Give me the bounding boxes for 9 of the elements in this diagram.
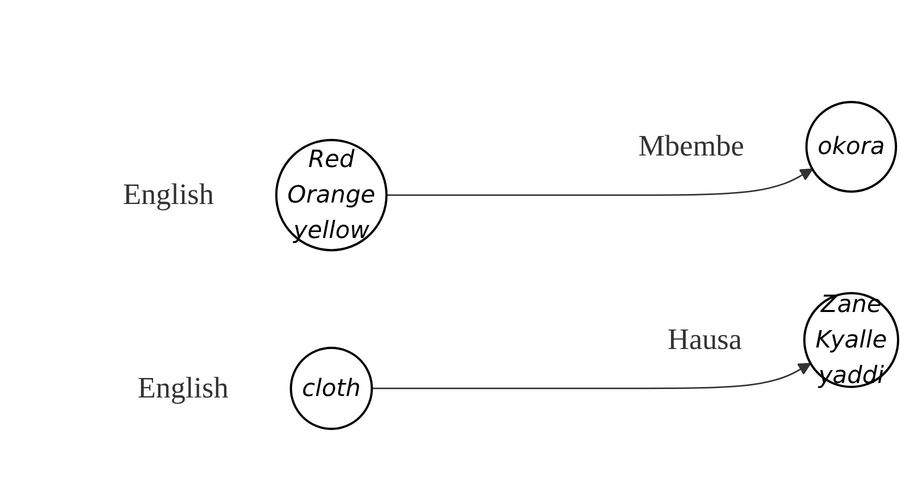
node-circle: okora (805, 100, 898, 192)
arrow (372, 362, 812, 389)
arrow (386, 168, 813, 196)
node-label: Mbembe (638, 130, 744, 163)
node-circle: Red Orange yellow (275, 138, 388, 251)
node-label: English (122, 178, 214, 212)
node-label: English (138, 372, 228, 404)
node-circle: cloth (290, 346, 373, 430)
node-label: Hausa (668, 323, 742, 356)
